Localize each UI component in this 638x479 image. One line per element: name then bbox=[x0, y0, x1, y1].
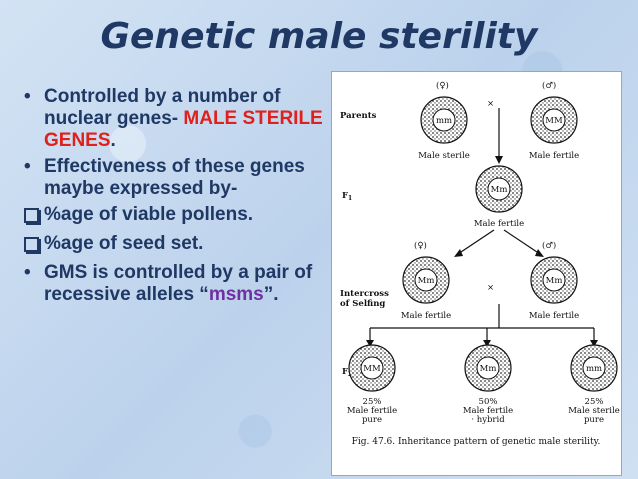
bullet-item: %age of viable pollens. bbox=[24, 204, 324, 229]
svg-text:MM: MM bbox=[545, 116, 563, 126]
checkbox-bullet-icon bbox=[24, 204, 44, 229]
parent-female-label: Male sterile bbox=[418, 151, 470, 161]
f2-cell-2: Mm bbox=[464, 344, 512, 392]
cross-symbol: × bbox=[487, 99, 494, 109]
svg-text:Mm: Mm bbox=[418, 276, 435, 286]
intercross-male-symbol: (♂) bbox=[542, 240, 556, 251]
svg-text:MM: MM bbox=[363, 364, 381, 374]
bullet-text: Effectiveness of these genes maybe expre… bbox=[44, 156, 305, 199]
f2-sub-3: pure bbox=[584, 415, 604, 425]
inheritance-diagram: Parents F1 Intercross of Selfing F2 (♀) … bbox=[340, 80, 620, 447]
row-label-parents: Parents bbox=[340, 111, 377, 121]
row-label-selfing: of Selfing bbox=[340, 299, 385, 309]
intercross-female-cell: Mm bbox=[402, 256, 450, 304]
svg-text:mm: mm bbox=[586, 364, 602, 374]
slide-title: Genetic male sterility bbox=[100, 16, 538, 57]
f2-sub-1: pure bbox=[362, 415, 382, 425]
bullet-text: %age of seed set. bbox=[44, 233, 204, 254]
svg-text:Mm: Mm bbox=[491, 185, 508, 195]
bullet-item: %age of seed set. bbox=[24, 233, 324, 258]
figure-caption: Fig. 47.6. Inheritance pattern of geneti… bbox=[352, 437, 601, 447]
intercross-cross-symbol: × bbox=[487, 283, 494, 293]
inheritance-figure: Parents F1 Intercross of Selfing F2 (♀) … bbox=[331, 71, 622, 476]
bullet-list: • Controlled by a number of nuclear genes… bbox=[24, 86, 324, 310]
parent-female-cell: mm bbox=[420, 96, 468, 144]
parent-male-label: Male fertile bbox=[529, 151, 579, 161]
f1-cell: Mm bbox=[475, 165, 523, 213]
bullet-item: • GMS is controlled by a pair of recessiv… bbox=[24, 262, 324, 306]
f2-cell-3: mm bbox=[570, 344, 618, 392]
intercross-male-label: Male fertile bbox=[529, 311, 579, 321]
male-symbol: (♂) bbox=[542, 80, 556, 91]
row-label-intercross: Intercross bbox=[340, 289, 389, 299]
intercross-female-symbol: (♀) bbox=[414, 240, 427, 251]
intercross-male-cell: Mm bbox=[530, 256, 578, 304]
svg-text:Mm: Mm bbox=[546, 276, 563, 286]
f2-label-3: Male sterile bbox=[568, 406, 620, 416]
dot-bullet-icon: • bbox=[24, 262, 31, 283]
dot-bullet-icon: • bbox=[24, 156, 31, 177]
parent-male-cell: MM bbox=[530, 96, 578, 144]
f2-pct-2: 50% bbox=[479, 397, 498, 407]
f2-pct-1: 25% bbox=[363, 397, 382, 407]
bullet-item: • Controlled by a number of nuclear genes… bbox=[24, 86, 324, 152]
f2-cell-1: MM bbox=[348, 344, 396, 392]
f2-label-2: Male fertile bbox=[463, 406, 513, 416]
bullet-text: Controlled by a number of nuclear genes-… bbox=[44, 86, 323, 151]
f1-label: Male fertile bbox=[474, 219, 524, 229]
bullet-item: • Effectiveness of these genes maybe expr… bbox=[24, 156, 324, 200]
checkbox-bullet-icon bbox=[24, 233, 44, 258]
f2-pct-3: 25% bbox=[585, 397, 604, 407]
bullet-text: %age of viable pollens. bbox=[44, 204, 254, 225]
f2-sub-2: · hybrid bbox=[471, 415, 505, 425]
dot-bullet-icon: • bbox=[24, 86, 31, 107]
intercross-female-label: Male fertile bbox=[401, 311, 451, 321]
svg-text:Mm: Mm bbox=[480, 364, 497, 374]
bullet-text: GMS is controlled by a pair of recessive… bbox=[44, 262, 313, 305]
row-label-f1: F1 bbox=[342, 191, 352, 202]
svg-text:mm: mm bbox=[436, 116, 452, 126]
female-symbol: (♀) bbox=[436, 80, 449, 91]
f2-label-1: Male fertile bbox=[347, 406, 397, 416]
